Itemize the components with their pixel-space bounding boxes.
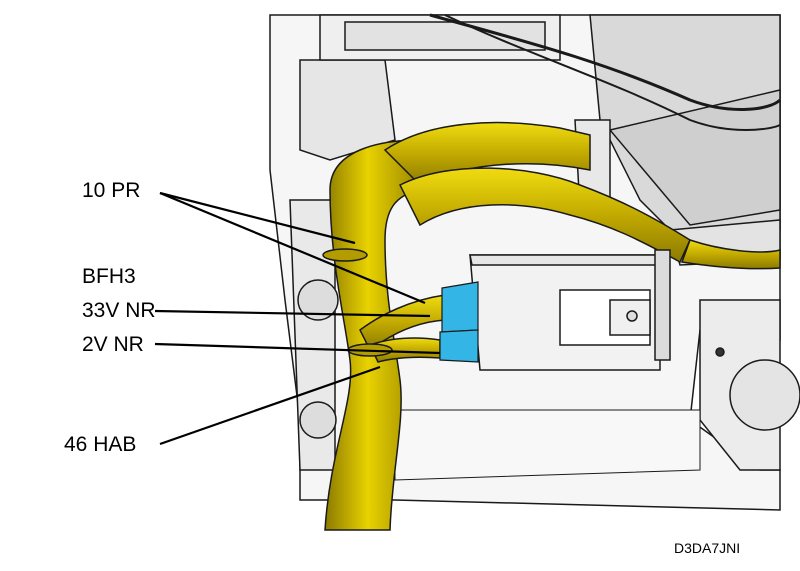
label-46-hab: 46 HAB	[64, 433, 137, 456]
connector-2v-nr	[439, 329, 479, 363]
figure-code: D3DA7JNI	[674, 540, 741, 556]
label-bfh3: BFH3	[82, 265, 136, 288]
leader-46hab	[159, 365, 381, 446]
leader-2v-nr	[154, 342, 441, 355]
label-10-pr: 10 PR	[82, 179, 141, 202]
label-33v-nr: 33V NR	[82, 299, 156, 322]
label-2v-nr: 2V NR	[82, 333, 144, 356]
wiring-harness	[322, 121, 781, 531]
leader-10pr-a	[159, 191, 356, 245]
leader-33v-nr	[154, 309, 431, 318]
connector-33v-nr	[441, 281, 479, 333]
leader-lines	[154, 191, 441, 446]
fuse-relay-box	[469, 249, 671, 371]
leader-10pr-b	[159, 191, 426, 305]
